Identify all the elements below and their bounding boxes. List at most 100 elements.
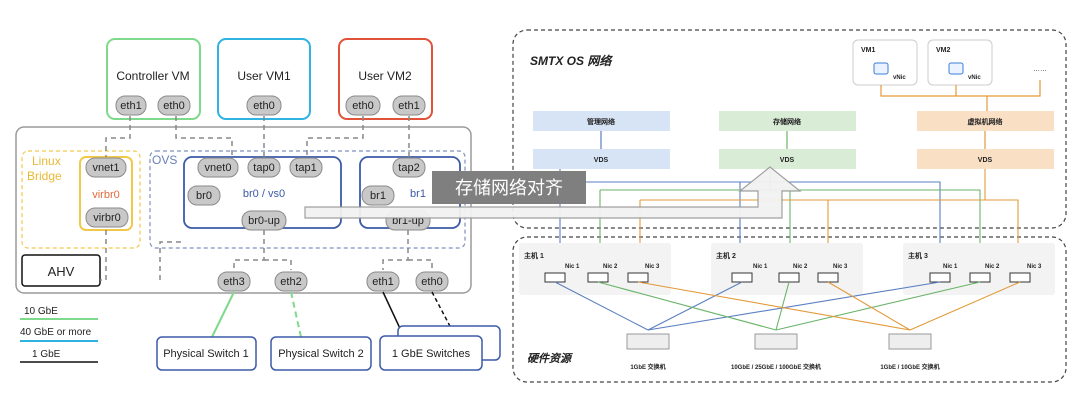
uservm2-eth0-port [345,95,381,116]
alignment-label: 存储网络对齐 [455,178,563,198]
mgmt-network-label: 管理网络 [587,117,615,126]
vm-network-label: 虚拟机网络 [968,117,1003,126]
host-eth0-port [415,271,449,292]
virbr0-label: virbr0 [92,189,120,201]
vm2-nic-label: vNic [968,75,981,81]
host3-nic3-icon [1009,272,1031,283]
br0-bridge-label: br0 / vs0 [243,188,285,200]
switch-10-25-100gbe-icon [754,333,798,350]
legend-10gbe: 10 GbE [24,306,58,317]
smtx-network-diagram: SMTX OS 网络 硬件资源 VM1 vNic VM2 vNic …… 管理网… [512,29,1067,383]
legend-40gbe: 40 GbE or more [20,327,92,338]
vm2-label: VM2 [936,47,951,54]
storage-vds-label: VDS [780,157,795,164]
nic-to-switch-lines [554,281,1021,331]
hardware-title: 硬件资源 [527,352,573,365]
vmn-to-vmnet-line [987,80,1041,97]
vm-vds-label: VDS [978,157,993,164]
linux-bridge-title-2: Bridge [27,169,62,183]
link-eth2-switch2 [290,291,302,338]
switch-1gbe-label: 1GbE 交换机 [630,363,665,371]
1gbe-switches-label: 1 GbE Switches [392,348,471,360]
legend: 10 GbE 40 GbE or more 1 GbE [20,306,98,363]
host1-label: 主机 1 [524,251,544,260]
mgmt-vds-label: VDS [594,157,609,164]
storage-network-bar [719,111,856,131]
vm1-nic-icon [873,62,889,75]
ahv-label: AHV [48,264,75,279]
controller-eth1-label: eth1 [120,100,141,112]
linux-bridge-region [21,150,141,249]
br0-port [187,185,221,206]
mgmt-vds-bar [533,149,670,169]
tap0-port [247,157,281,178]
host2-nic3: Nic 3 [833,264,848,270]
alignment-arrow [304,166,802,219]
host1-nic2: Nic 2 [603,264,618,270]
storage-vds-bar [719,149,856,169]
storage-network-label: 存储网络 [773,117,801,126]
host2-nic2-icon [778,272,800,283]
vm1-label: VM1 [861,47,876,54]
controller-eth0-label: eth0 [163,100,184,112]
uservm1-eth0-label: eth0 [253,100,274,112]
ahv-network-diagram: Controller VM User VM1 User VM2 Linux Br… [15,38,501,371]
smtx-title: SMTX OS 网络 [530,54,613,68]
mgmt-network-bar [533,111,670,131]
host3-nic3: Nic 3 [1027,264,1042,270]
virbr0-port [85,207,129,228]
legend-1gbe: 1 GbE [32,349,61,360]
host2-nic3-icon [817,272,839,283]
eth3-label: eth3 [223,276,244,288]
virbr0-port-label: virbr0 [93,212,121,224]
link-eth3-switch1 [211,291,235,338]
switch-1-10gbe-icon [888,333,932,350]
br1-bridge-label: br1 [410,188,426,200]
switch-1-10gbe-label: 1GbE / 10GbE 交换机 [880,363,939,371]
host2-nic1: Nic 1 [753,264,768,270]
vnet0-port [197,157,239,178]
linux-bridge-title-1: Linux [32,154,61,168]
tap1-port [289,157,323,178]
host-eth1-label: eth1 [372,276,393,288]
vm-ellipsis: …… [1033,66,1047,73]
br0-port-label: br0 [196,190,212,202]
vm1-nic-label: vNic [893,75,906,81]
physical-switch-1 [156,336,257,371]
tap1-label: tap1 [295,162,316,174]
br0-up-port [241,210,287,231]
eth3-port [217,271,251,292]
ovs-title: OVS [152,153,177,167]
host-eth1-port [366,271,400,292]
host3-nic1: Nic 1 [943,264,958,270]
controller-eth0-port [157,95,191,116]
host3-nic2-icon [969,272,991,283]
ahv-box [21,254,101,287]
user-vm1-label: User VM1 [237,69,291,83]
controller-eth1-port [115,95,147,116]
eth2-label: eth2 [280,276,301,288]
host3-nic2: Nic 2 [985,264,1000,270]
host1-nic2-icon [587,272,609,283]
host1-nic3-icon [627,272,649,283]
vnet0-label: vnet0 [205,162,232,174]
host1-nic1-icon [544,272,566,283]
ports: eth1 eth0 eth0 eth0 eth1 vnet1 virbr0 vn… [85,95,449,292]
br0-up-label: br0-up [248,215,280,227]
vm-vds-bar [917,149,1054,169]
host-eth0-label: eth0 [421,276,442,288]
switch-10-25-100gbe-label: 10GbE / 25GbE / 100GbE 交换机 [731,363,821,371]
controller-vm-label: Controller VM [116,69,189,83]
vm1-to-vmnet-line [880,85,988,111]
link-eth0-1gbe [431,291,453,331]
tap0-label: tap0 [253,162,274,174]
host3-label: 主机 3 [908,251,928,260]
vm2-nic-icon [948,62,964,75]
internal-links [100,116,433,281]
uservm2-eth1-port [392,95,426,116]
storage-network-alignment-callout: 存储网络对齐 [304,166,802,219]
uservm1-eth0-port [246,95,282,116]
physical-switch-1-label: Physical Switch 1 [163,348,249,360]
hw-switches: 1GbE 交换机 10GbE / 25GbE / 100GbE 交换机 1GbE… [626,333,940,371]
